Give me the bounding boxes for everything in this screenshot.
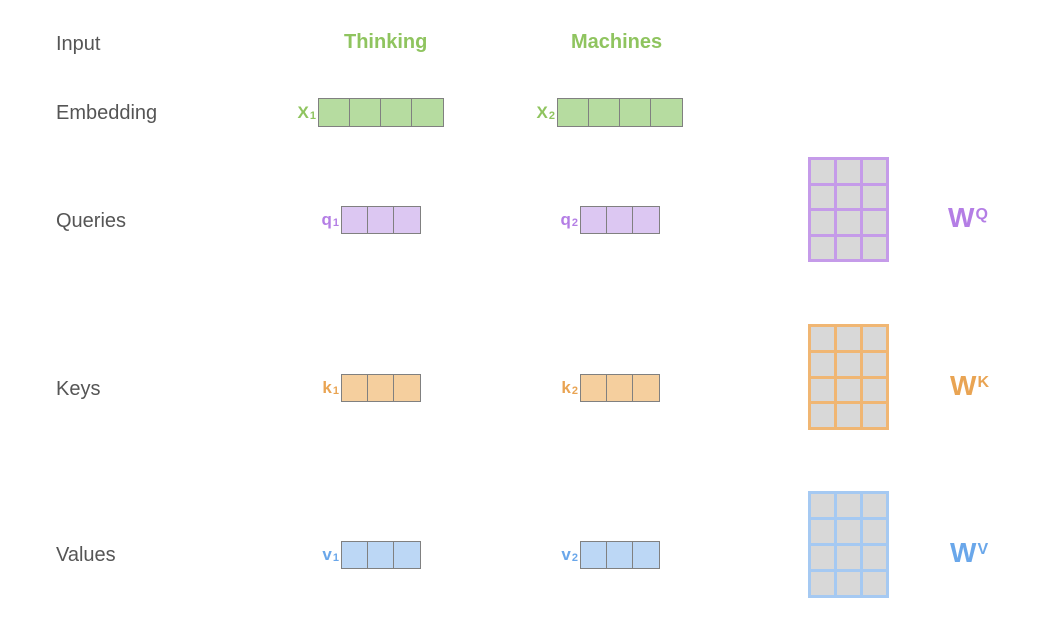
query-vector-q2 [580, 206, 660, 234]
query-vector-q1 [341, 206, 421, 234]
value-vector-v1 [341, 541, 421, 569]
embedding-vector-x2 [557, 98, 683, 127]
weight-matrix-wq [808, 157, 889, 262]
weight-label-wv: WV [950, 537, 989, 568]
embedding-label-x2: X2 [536, 103, 555, 122]
value-vector-v2 [580, 541, 660, 569]
input-word-machines: Machines [571, 31, 663, 53]
weight-label-wk: WK [950, 370, 989, 401]
weight-matrix-wk [808, 324, 889, 430]
row-label-embedding: Embedding [56, 102, 158, 124]
row-label-values: Values [56, 544, 116, 566]
weight-matrix-wv [808, 491, 889, 598]
key-vector-k1 [341, 374, 421, 402]
query-label-q1: q1 [321, 210, 339, 229]
key-label-k1: k1 [322, 378, 339, 397]
row-label-keys: Keys [56, 378, 101, 400]
embedding-vector-x1 [318, 98, 444, 127]
value-label-v1: v1 [322, 545, 339, 564]
row-label-input: Input [56, 33, 101, 55]
value-label-v2: v2 [561, 545, 578, 564]
weight-label-wq: WQ [948, 202, 988, 233]
row-label-queries: Queries [56, 210, 127, 232]
input-word-thinking: Thinking [344, 31, 428, 53]
key-vector-k2 [580, 374, 660, 402]
query-label-q2: q2 [560, 210, 578, 229]
embedding-label-x1: X1 [297, 103, 316, 122]
key-label-k2: k2 [561, 378, 578, 397]
